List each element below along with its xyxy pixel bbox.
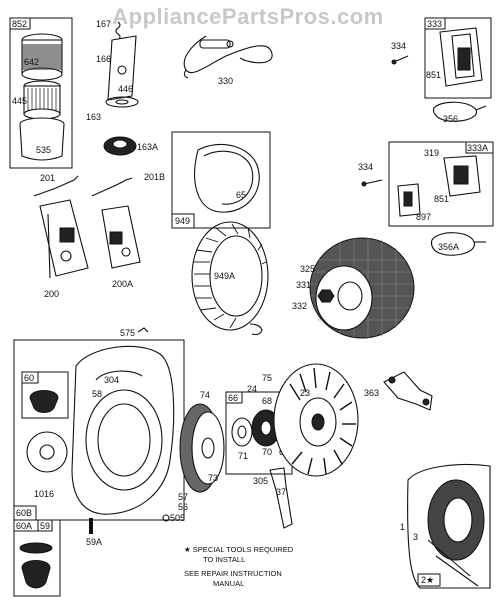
label-445: 445: [12, 96, 27, 106]
label-70: 70: [262, 447, 272, 457]
label-949: 949: [175, 216, 190, 226]
box-333: [424, 17, 492, 99]
label-852: 852: [12, 19, 27, 29]
label-60B: 60B: [16, 508, 32, 518]
label-334a: 334: [391, 41, 406, 51]
label-851b: 851: [434, 194, 449, 204]
label-319: 319: [424, 148, 439, 158]
label-65: 65: [236, 190, 246, 200]
blower-housing-group: 304 58 60 1016 60B: [13, 339, 185, 521]
label-66: 66: [228, 393, 238, 403]
label-201B: 201B: [144, 172, 165, 182]
label-56: 56: [178, 502, 188, 512]
watermark: AppliancePartsPros.com: [112, 4, 383, 29]
label-334b: 334: [358, 162, 373, 172]
box-852: [9, 17, 73, 169]
ignition-333A-group: 333A 319 851 897 334 356A: [358, 141, 494, 256]
label-23: 23: [300, 388, 310, 398]
label-57: 57: [178, 492, 188, 502]
label-3: 3: [413, 532, 418, 542]
label-166: 166: [96, 54, 111, 64]
choke-linkage-group: 167 166 446 163 163A: [86, 19, 158, 156]
label-333: 333: [427, 19, 442, 29]
starter-group: 74 73 57 56 505: [162, 390, 225, 523]
label-59A: 59A: [86, 537, 102, 547]
label-535: 535: [36, 145, 51, 155]
label-897: 897: [416, 212, 431, 222]
label-2: 2★: [421, 575, 434, 585]
label-58: 58: [92, 389, 102, 399]
engine-block-group: 1 3 2★: [400, 464, 491, 589]
label-332: 332: [292, 301, 307, 311]
label-75: 75: [262, 373, 272, 383]
label-575: 575: [120, 328, 135, 338]
label-363: 363: [364, 388, 379, 398]
label-331: 331: [296, 280, 311, 290]
label-642: 642: [24, 57, 39, 67]
label-59: 59: [40, 521, 50, 531]
grille-group: 325 331 332: [292, 237, 415, 339]
label-333A: 333A: [467, 143, 488, 153]
box-949: [171, 131, 271, 229]
label-446: 446: [118, 84, 133, 94]
baffle-949-group: 949 65: [171, 131, 271, 229]
label-71: 71: [238, 451, 248, 461]
part-575-group: 575: [120, 327, 149, 338]
label-325: 325: [300, 264, 315, 274]
air-filter-group: 852 642 445 535: [9, 17, 73, 169]
label-24: 24: [247, 384, 257, 394]
label-1: 1: [400, 522, 405, 532]
label-330: 330: [218, 76, 233, 86]
box-852-tag: [9, 17, 31, 30]
label-200: 200: [44, 289, 59, 299]
note-line2: TO INSTALL: [203, 555, 245, 564]
label-163A: 163A: [137, 142, 158, 152]
handle-60A-group: 60A 59 59A: [13, 518, 102, 597]
label-1016: 1016: [34, 489, 54, 499]
label-163: 163: [86, 112, 101, 122]
label-356A: 356A: [438, 242, 459, 252]
label-304: 304: [104, 375, 119, 385]
label-505: 505: [170, 513, 185, 523]
notes-group: ★ SPECIAL TOOLS REQUIRED TO INSTALL SEE …: [184, 545, 294, 588]
label-37: 37: [276, 487, 286, 497]
note-line4: MANUAL: [213, 579, 244, 588]
note-line1: ★ SPECIAL TOOLS REQUIRED: [184, 545, 294, 554]
label-356: 356: [443, 114, 458, 124]
part-363-group: 363: [364, 371, 433, 411]
screen-949A-group: 949A: [191, 221, 269, 336]
link-rods-group: 201 201B: [33, 172, 165, 197]
label-200A: 200A: [112, 279, 133, 289]
flywheel-group: 75 24 23: [247, 363, 359, 477]
note-line3: SEE REPAIR INSTRUCTION: [184, 569, 282, 578]
label-851a: 851: [426, 70, 441, 80]
label-60: 60: [24, 373, 34, 383]
label-73: 73: [208, 473, 218, 483]
label-60A: 60A: [16, 521, 32, 531]
label-167: 167: [96, 19, 111, 29]
part-37-group: 305 37: [253, 467, 293, 529]
box-333A: [388, 141, 494, 227]
ignition-333-group: 333 851 334 356: [391, 17, 492, 124]
label-305: 305: [253, 476, 268, 486]
label-68: 68: [262, 396, 272, 406]
label-74: 74: [200, 390, 210, 400]
brackets-group: 200 200A: [39, 199, 141, 299]
clutch-66-group: 66 68 71 70 67: [225, 391, 293, 475]
label-201: 201: [40, 173, 55, 183]
wire-330-group: 330: [183, 35, 273, 86]
label-949A: 949A: [214, 271, 235, 281]
